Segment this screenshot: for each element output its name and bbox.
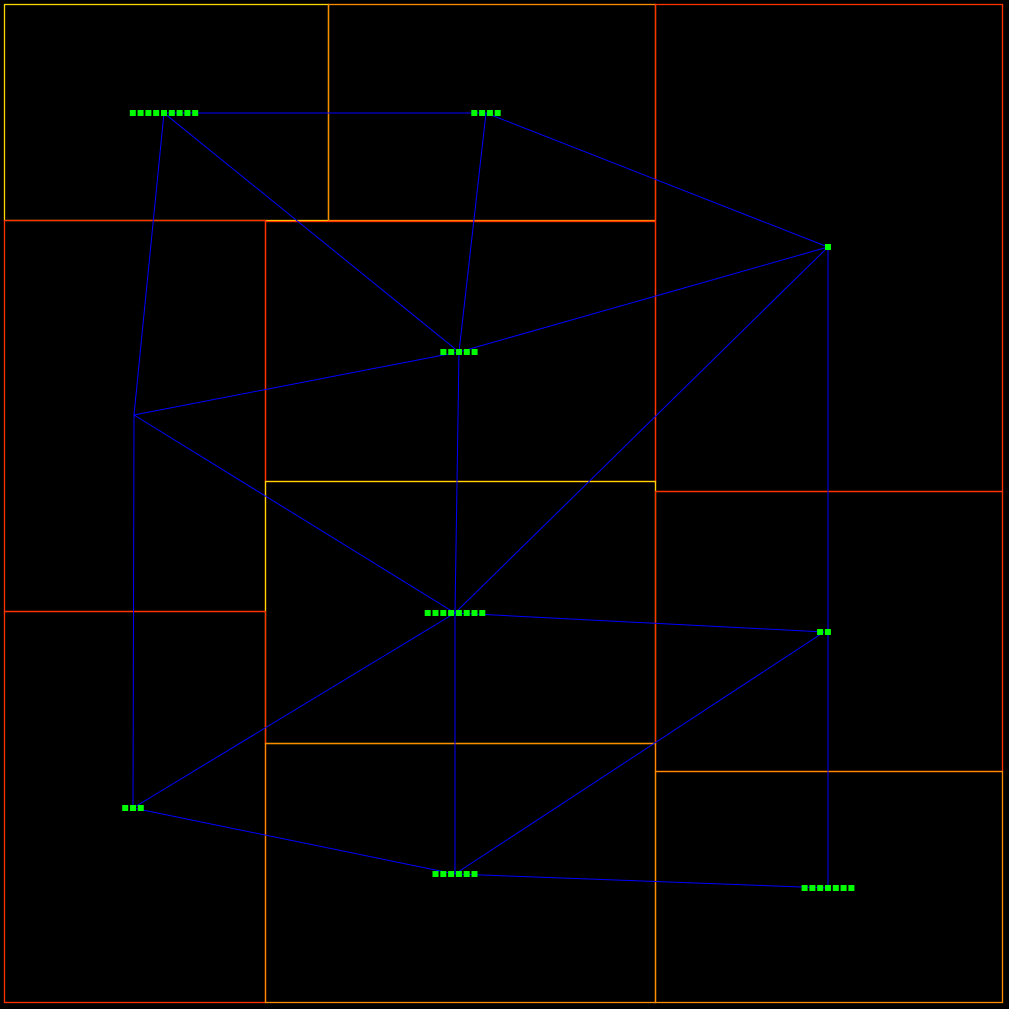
edge-n3-n5: [454, 351, 460, 614]
node-square: [184, 110, 191, 116]
edge-n4-n5: [133, 414, 456, 614]
node-square: [448, 871, 455, 877]
node-square: [440, 871, 447, 877]
edge-n3-n4: [133, 351, 460, 416]
node-square: [471, 349, 478, 355]
edge-n7-n8: [132, 807, 456, 875]
edge-n8-n9: [454, 873, 829, 889]
node-square: [456, 349, 462, 355]
node-square: [137, 805, 144, 811]
edge-n1-n2: [485, 112, 829, 248]
regions-layer: [3, 3, 1004, 1004]
edge-n5-n6: [454, 612, 825, 633]
node-square: [471, 610, 478, 616]
node-square: [817, 885, 824, 891]
node-square: [825, 885, 831, 891]
node-square: [424, 610, 431, 616]
node-square: [192, 110, 199, 116]
node-square: [122, 805, 129, 811]
node-square: [440, 610, 447, 616]
node-square: [137, 110, 144, 116]
edge-n5-n7: [132, 612, 456, 809]
edge-n6-n8: [454, 631, 825, 875]
node-n9: [801, 885, 855, 891]
node-square: [471, 871, 478, 877]
node-square: [153, 110, 160, 116]
node-n0: [129, 110, 199, 116]
edge-n1-n3: [458, 112, 487, 353]
node-n1: [471, 110, 501, 116]
node-square: [463, 349, 470, 355]
node-square: [809, 885, 816, 891]
node-square: [832, 885, 839, 891]
node-square: [825, 244, 831, 250]
node-n6: [817, 629, 831, 635]
node-square: [463, 871, 470, 877]
node-n5: [424, 610, 486, 616]
node-square: [432, 610, 439, 616]
node-square: [801, 885, 808, 891]
edge-n0-n3: [163, 112, 460, 353]
edge-n2-n5: [454, 246, 829, 614]
node-n2: [825, 244, 831, 250]
node-square: [455, 610, 462, 616]
node-square: [448, 610, 455, 616]
node-n8: [432, 871, 478, 877]
node-square: [130, 805, 136, 811]
node-square: [840, 885, 847, 891]
node-square: [161, 110, 167, 116]
node-square: [479, 110, 486, 116]
node-square: [145, 110, 152, 116]
node-square: [168, 110, 175, 116]
node-square: [448, 349, 455, 355]
region-r-bottom-right: [654, 770, 1004, 1004]
node-square: [479, 610, 486, 616]
node-square: [486, 110, 493, 116]
node-square: [848, 885, 855, 891]
node-square: [824, 629, 831, 635]
edge-n0-n4: [133, 112, 165, 416]
edge-n4-n7: [132, 414, 135, 809]
node-square: [471, 110, 478, 116]
node-square: [455, 871, 462, 877]
edges-layer: [132, 112, 829, 889]
node-square: [176, 110, 183, 116]
node-square: [129, 110, 136, 116]
node-n3: [440, 349, 478, 355]
node-square: [817, 629, 824, 635]
node-square: [463, 610, 470, 616]
node-square: [440, 349, 447, 355]
node-n7: [122, 805, 144, 811]
edge-n2-n3: [458, 246, 829, 353]
node-square: [494, 110, 501, 116]
node-square: [432, 871, 439, 877]
nodes-layer: [122, 110, 855, 891]
